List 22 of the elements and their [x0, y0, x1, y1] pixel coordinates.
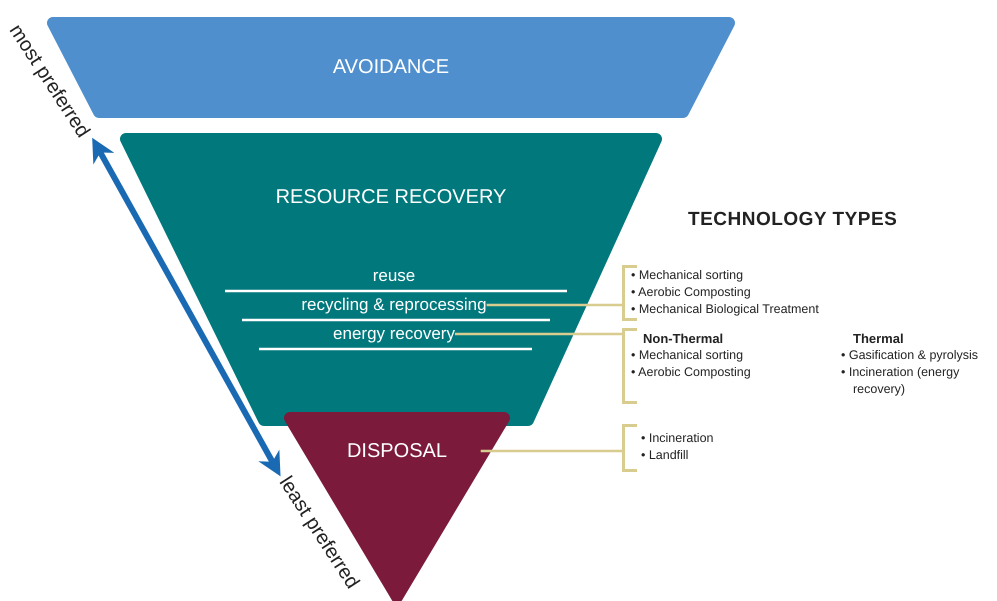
- sub-tier-label: energy recovery: [333, 322, 455, 346]
- list-item: • Aerobic Composting: [631, 284, 752, 301]
- column-heading: Non-Thermal: [642, 330, 724, 347]
- column-heading: Thermal: [852, 330, 905, 347]
- sub-tier-label: recycling & reprocessing: [301, 293, 487, 317]
- list-item: • Incineration: [641, 430, 714, 447]
- section-title: TECHNOLOGY TYPES: [688, 208, 898, 232]
- connector-line: [454, 332, 622, 336]
- tier-label: DISPOSAL: [346, 439, 448, 463]
- list-item: • Landfill: [641, 447, 690, 464]
- list-item: • Incineration (energy recovery): [841, 364, 960, 398]
- list-item: • Aerobic Composting: [631, 364, 752, 381]
- connector-line: [480, 450, 622, 452]
- tier-label: AVOIDANCE: [332, 55, 450, 79]
- sub-tier-label: reuse: [372, 264, 416, 288]
- connector-line: [486, 304, 622, 306]
- double-arrow: [92, 138, 281, 476]
- list-item: • Mechanical Biological Treatment: [631, 301, 820, 318]
- tier-label: RESOURCE RECOVERY: [274, 185, 508, 209]
- list-item: • Mechanical sorting: [631, 267, 744, 284]
- list-item: • Mechanical sorting: [631, 347, 744, 364]
- list-item: • Gasification & pyrolysis: [841, 347, 980, 364]
